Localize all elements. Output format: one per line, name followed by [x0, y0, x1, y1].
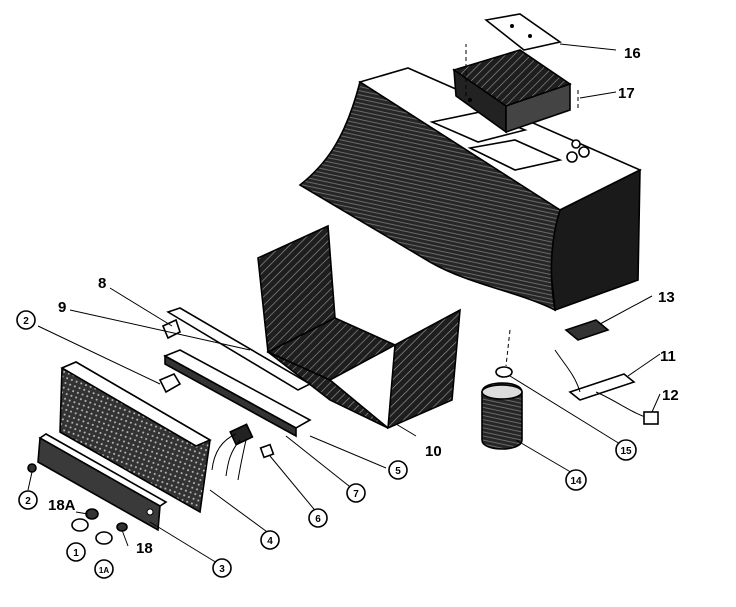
part-14-motor	[481, 382, 523, 450]
part-8-bracket	[161, 318, 181, 340]
label-15: 15	[620, 446, 632, 457]
label-18a: 18A	[48, 497, 76, 514]
circled-label-2-top: 2	[16, 310, 36, 330]
circled-label-4: 4	[260, 530, 280, 550]
part-9-rail	[166, 307, 312, 391]
part-10-filter-basket	[257, 224, 461, 430]
label-17: 17	[618, 85, 635, 102]
label-12: 12	[662, 387, 679, 404]
part-1a-knob	[95, 531, 113, 545]
hood-body	[298, 67, 642, 312]
label-4: 4	[267, 536, 273, 547]
label-8: 8	[98, 275, 106, 292]
label-9: 9	[58, 299, 66, 316]
circled-label-15: 15	[615, 439, 637, 461]
label-1a: 1A	[99, 566, 109, 575]
label-14: 14	[570, 476, 582, 487]
label-13: 13	[658, 289, 675, 306]
circled-label-14: 14	[565, 469, 587, 491]
part-15-nut	[495, 329, 513, 378]
part-16-top-plate	[484, 13, 562, 51]
circled-label-3: 3	[212, 558, 232, 578]
label-6: 6	[315, 514, 321, 525]
circled-label-7: 7	[346, 483, 366, 503]
label-10: 10	[425, 443, 442, 460]
label-16: 16	[624, 45, 641, 62]
part-4-front-panel	[59, 361, 212, 514]
part-17-damper	[452, 44, 579, 134]
label-1: 1	[73, 548, 79, 559]
part-3-control-panel	[37, 433, 168, 532]
leader-lines	[27, 43, 661, 567]
circled-label-6: 6	[308, 508, 328, 528]
label-7: 7	[353, 489, 359, 500]
label-18: 18	[136, 540, 153, 557]
part-2-screw	[27, 463, 37, 473]
part-2-clip	[158, 372, 182, 394]
label-2-bottom: 2	[25, 496, 31, 507]
part-11-bracket	[554, 349, 636, 401]
circled-label-1a: 1A	[94, 559, 114, 579]
circled-label-5: 5	[388, 460, 408, 480]
circled-label-1: 1	[66, 542, 86, 562]
part-18-knob	[116, 522, 128, 532]
part-6-switch-harness	[211, 423, 275, 481]
part-7-channel	[163, 349, 312, 438]
label-5: 5	[395, 466, 401, 477]
label-3: 3	[219, 564, 225, 575]
part-labels: 16 17 8 9 10 13 11 12 18A 18 2 2 1 1A 3	[16, 45, 679, 579]
circled-label-2-bottom: 2	[18, 490, 38, 510]
label-11: 11	[660, 348, 676, 365]
part-13-connector	[564, 319, 610, 341]
label-2-top: 2	[23, 316, 29, 327]
part-12-plug	[595, 391, 659, 425]
part-1-knob	[71, 518, 89, 532]
